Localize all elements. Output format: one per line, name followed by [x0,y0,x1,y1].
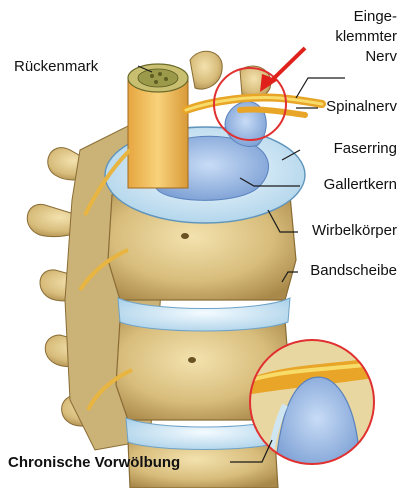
label-eingeklemmter-3: Nerv [365,48,397,66]
label-chronische-vorwoelbung: Chronische Vorwölbung [8,454,180,472]
arrow-icon [260,48,305,92]
label-eingeklemmter-2: klemmter [335,28,397,46]
label-wirbelkoerper: Wirbelkörper [312,222,397,240]
label-gallertkern: Gallertkern [324,176,397,194]
spinal-cord [128,64,188,188]
label-bandscheibe: Bandscheibe [310,262,397,280]
label-faserring: Faserring [334,140,397,158]
label-spinalnerv: Spinalnerv [326,98,397,116]
label-rueckenmark: Rückenmark [14,58,98,76]
label-eingeklemmter-1: Einge- [354,8,397,26]
